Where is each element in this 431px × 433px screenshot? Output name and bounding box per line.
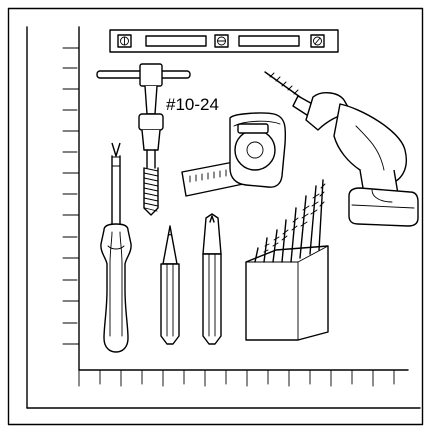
tape-measure-icon bbox=[181, 112, 287, 197]
drill-bit-set-icon bbox=[245, 179, 329, 341]
cordless-drill-icon bbox=[264, 71, 419, 227]
outer-frame bbox=[7, 7, 424, 426]
ruler-horizontal-ticks bbox=[78, 369, 409, 387]
ruler-vertical-ticks bbox=[62, 26, 80, 371]
tap-wrench-icon bbox=[96, 63, 191, 216]
pencil-icon bbox=[160, 225, 180, 345]
ruler-guide bbox=[26, 26, 421, 409]
pencil-icon-2 bbox=[202, 213, 222, 345]
level-icon bbox=[109, 29, 339, 53]
tap-size-label: #10-24 bbox=[166, 95, 219, 114]
screwdriver-icon bbox=[100, 142, 132, 353]
